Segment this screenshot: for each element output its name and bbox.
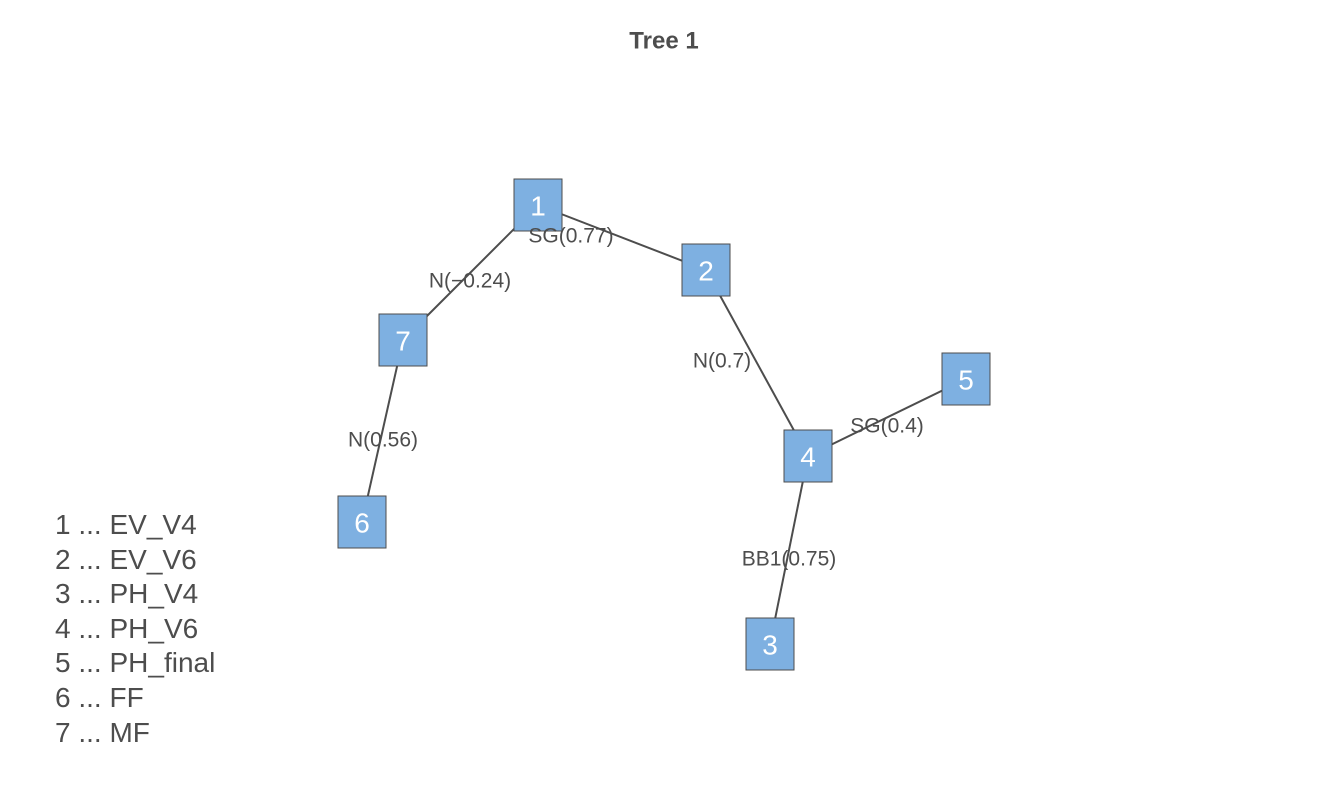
edge-4-3 (769, 455, 809, 645)
legend-item: 5 ... PH_final (55, 647, 216, 679)
nodes-layer: 1 2 3 4 5 6 7 (337, 178, 991, 671)
node-label: 7 (395, 326, 411, 357)
node-2: 2 (681, 243, 731, 297)
node-3: 3 (745, 617, 795, 671)
edge-2-4 (705, 269, 809, 457)
node-box (783, 429, 833, 483)
node-box (378, 313, 428, 367)
legend-item: 7 ... MF (55, 716, 150, 748)
node-label: 4 (800, 442, 816, 473)
legend-item: 6 ... FF (55, 681, 144, 713)
edge-4-5 (807, 378, 967, 457)
edge-label-1-2: SG(0.77) (528, 225, 613, 248)
node-legend: 1 ... EV_V4 2 ... EV_V6 3 ... PH_V4 4 ..… (55, 508, 215, 750)
legend-item: 4 ... PH_V6 (55, 612, 199, 644)
edge-1-2 (537, 204, 707, 271)
node-1: 1 (513, 178, 563, 232)
node-6: 6 (337, 495, 387, 549)
legend-item: 2 ... EV_V6 (55, 543, 197, 575)
node-box (337, 495, 387, 549)
node-label: 6 (354, 508, 370, 539)
node-box (513, 178, 563, 232)
node-label: 5 (958, 365, 974, 396)
legend-item: 3 ... PH_V4 (55, 578, 199, 610)
node-box (681, 243, 731, 297)
node-7: 7 (378, 313, 428, 367)
edge-label-7-6: N(0.56) (348, 429, 418, 452)
legend-item: 1 ... EV_V4 (55, 509, 197, 540)
node-box (941, 352, 991, 406)
node-4: 4 (783, 429, 833, 483)
edge-label-4-3: BB1(0.75) (742, 548, 837, 571)
node-label: 2 (698, 256, 714, 287)
edge-label-4-5: SG(0.4) (850, 415, 924, 438)
edge-label-1-7: N(−0.24) (429, 270, 511, 293)
node-label: 3 (762, 630, 778, 661)
diagram-title: Tree 1 (629, 28, 698, 55)
node-label: 1 (530, 191, 546, 222)
edge-labels-layer: SG(0.77) N(−0.24) N(0.56) N(0.7) SG(0.4) BB1(… (348, 225, 924, 571)
node-5: 5 (941, 352, 991, 406)
edge-label-2-4: N(0.7) (693, 350, 751, 373)
node-box (745, 617, 795, 671)
edge-7-6 (361, 339, 404, 523)
